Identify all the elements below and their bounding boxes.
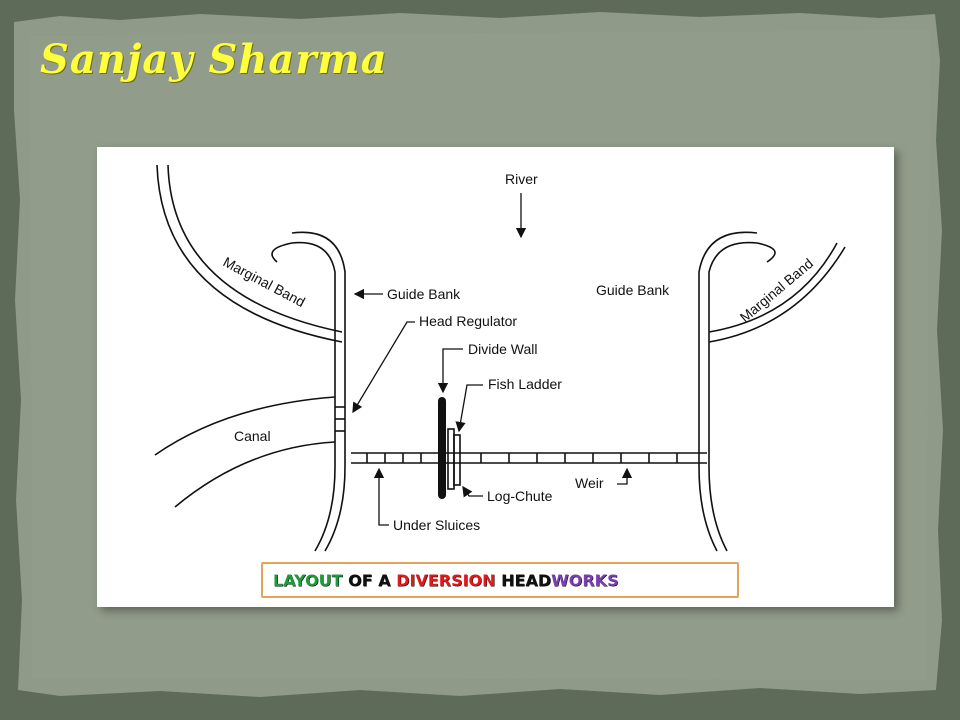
diversion-headworks-diagram: River Guide Bank Guide Bank Marginal Ban… — [154, 164, 846, 552]
log-chute-leader — [462, 485, 483, 498]
label-marginal-band-right: Marginal Band — [737, 255, 816, 325]
author-name: Sanjay Sharma — [40, 36, 388, 83]
right-marginal-band-inner — [708, 242, 838, 333]
under-sluices-leader — [373, 467, 389, 526]
caption-part-diversion: DIVERSION — [396, 570, 496, 590]
caption-part-works: WORKS — [551, 570, 619, 590]
caption-part-head: HEAD — [495, 570, 552, 590]
weir-bays — [480, 453, 678, 463]
label-divide-wall: Divide Wall — [468, 341, 538, 357]
divide-wall-leader — [437, 348, 463, 394]
diagram-card: River Guide Bank Guide Bank Marginal Ban… — [97, 147, 894, 607]
label-weir: Weir — [575, 475, 604, 491]
canal-bank-upper — [154, 396, 336, 456]
label-guide-bank-right: Guide Bank — [596, 282, 670, 298]
right-guide-bank — [708, 241, 776, 552]
label-canal: Canal — [234, 428, 271, 444]
left-guide-bank — [271, 241, 336, 552]
label-head-regulator: Head Regulator — [419, 313, 517, 329]
label-guide-bank-left: Guide Bank — [387, 286, 461, 302]
diagram-caption: LAYOUT OF A DIVERSION HEAD WORKS — [261, 562, 739, 598]
caption-part-of-a: OF A — [342, 570, 397, 590]
fish-ladder — [447, 428, 455, 490]
under-sluices-gates — [366, 453, 422, 463]
head-regulator-leader — [352, 321, 415, 414]
left-marginal-band-inner — [167, 164, 343, 333]
left-marginal-band — [156, 164, 343, 343]
right-marginal-band — [708, 246, 846, 343]
divide-wall — [438, 397, 446, 499]
fish-ladder-leader — [455, 384, 483, 433]
canal-bank-lower — [174, 441, 336, 508]
label-fish-ladder: Fish Ladder — [488, 376, 562, 392]
weir-leader — [617, 467, 633, 485]
right-guide-bank-inner — [698, 231, 758, 552]
label-river: River — [505, 171, 538, 187]
label-under-sluices: Under Sluices — [393, 517, 480, 533]
caption-part-layout: LAYOUT — [273, 570, 343, 590]
left-guide-bank-inner — [291, 231, 346, 552]
label-log-chute: Log-Chute — [487, 488, 553, 504]
log-chute — [453, 434, 461, 486]
